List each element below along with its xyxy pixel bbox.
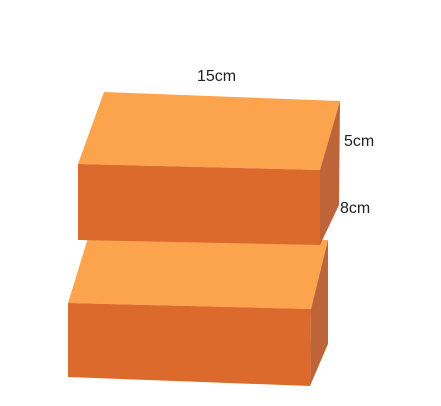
length-label: 15cm [197,68,237,85]
upper-block-front-face [78,164,320,245]
height-label: 8cm [340,200,371,217]
lower-block [68,238,328,386]
upper-block [78,92,340,245]
width-label: 5cm [344,133,375,150]
lower-block-side-face [310,240,328,386]
lower-block-top-face [68,238,328,309]
lower-block-front-face [68,303,311,386]
upper-block-side-face [320,101,340,245]
upper-block-top-face [78,92,340,170]
